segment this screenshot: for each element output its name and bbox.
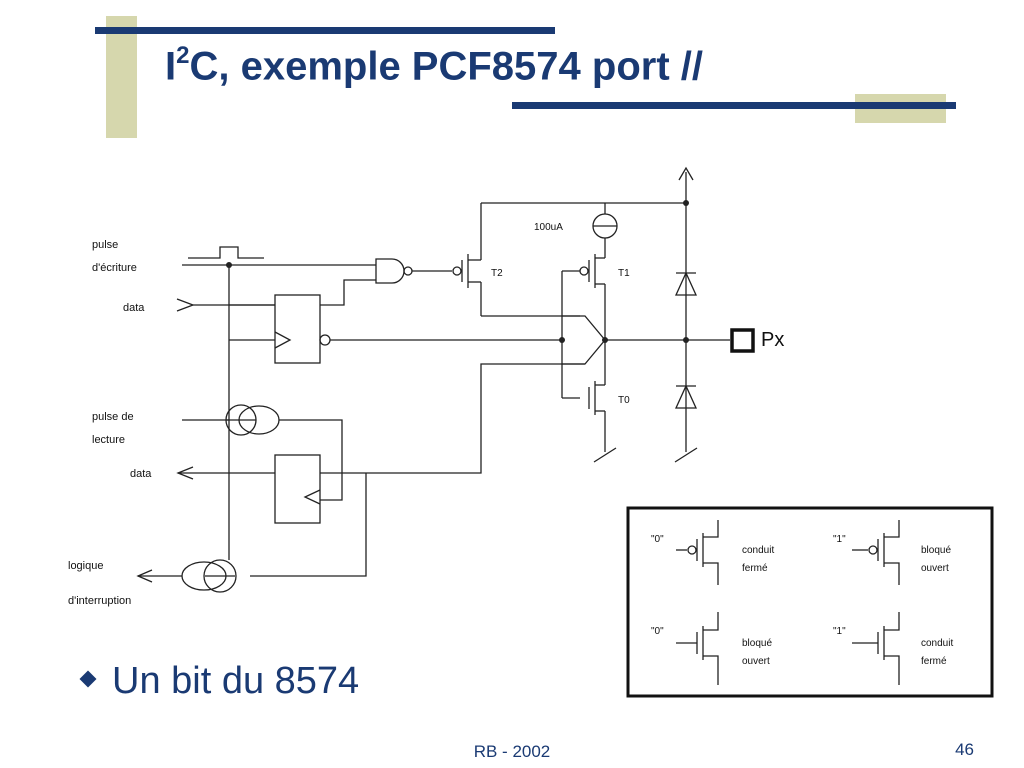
label-t0: T0	[618, 395, 630, 406]
label-pulse-write: pulse	[92, 239, 118, 251]
label-pulse-read: pulse de	[92, 411, 134, 423]
label-data-in: data	[123, 302, 145, 314]
data-in-arrow	[176, 298, 195, 312]
legend-value-2: "1"	[833, 534, 846, 545]
legend-value-1: "0"	[651, 534, 664, 545]
write-latch	[274, 294, 321, 364]
label-current-source: 100uA	[534, 222, 563, 233]
diode-lower	[674, 384, 698, 409]
legend-state-4a: conduit	[921, 638, 953, 649]
label-pulse-write-2: d'écriture	[92, 262, 137, 274]
legend-state-2a: bloqué	[921, 545, 951, 556]
data-out-arrow	[176, 466, 194, 480]
bullet-item: Un bit du 8574	[79, 660, 360, 703]
footer-author: RB - 2002	[473, 742, 551, 761]
page-number: 46	[955, 740, 974, 759]
diode-upper	[674, 271, 698, 296]
read-latch	[274, 454, 321, 524]
deco-vertical-bar	[106, 16, 137, 138]
slide-title: I2C, exemple PCF8574 port //	[165, 42, 703, 89]
legend-state-1a: conduit	[742, 545, 774, 556]
label-px: Px	[761, 329, 784, 351]
nand-gate	[375, 258, 405, 284]
deco-top-line	[95, 27, 555, 34]
legend-state-1b: fermé	[742, 563, 768, 574]
legend-state-4b: fermé	[921, 656, 947, 667]
label-interrupt-2: d'interruption	[68, 595, 131, 607]
label-t1: T1	[618, 268, 630, 279]
legend-box	[626, 506, 994, 698]
label-interrupt: logique	[68, 560, 103, 572]
pin-px	[730, 328, 755, 353]
write-pulse-waveform	[188, 246, 264, 259]
legend-state-3a: bloqué	[742, 638, 772, 649]
legend-state-2b: ouvert	[921, 563, 949, 574]
bullet-text: Un bit du 8574	[112, 660, 360, 702]
legend-value-4: "1"	[833, 626, 846, 637]
legend-value-3: "0"	[651, 626, 664, 637]
diamond-bullet-icon	[79, 670, 97, 688]
deco-bottom-line	[512, 102, 956, 109]
label-pulse-read-2: lecture	[92, 434, 125, 446]
label-t2: T2	[491, 268, 503, 279]
label-data-out: data	[130, 468, 152, 480]
legend-state-3b: ouvert	[742, 656, 770, 667]
